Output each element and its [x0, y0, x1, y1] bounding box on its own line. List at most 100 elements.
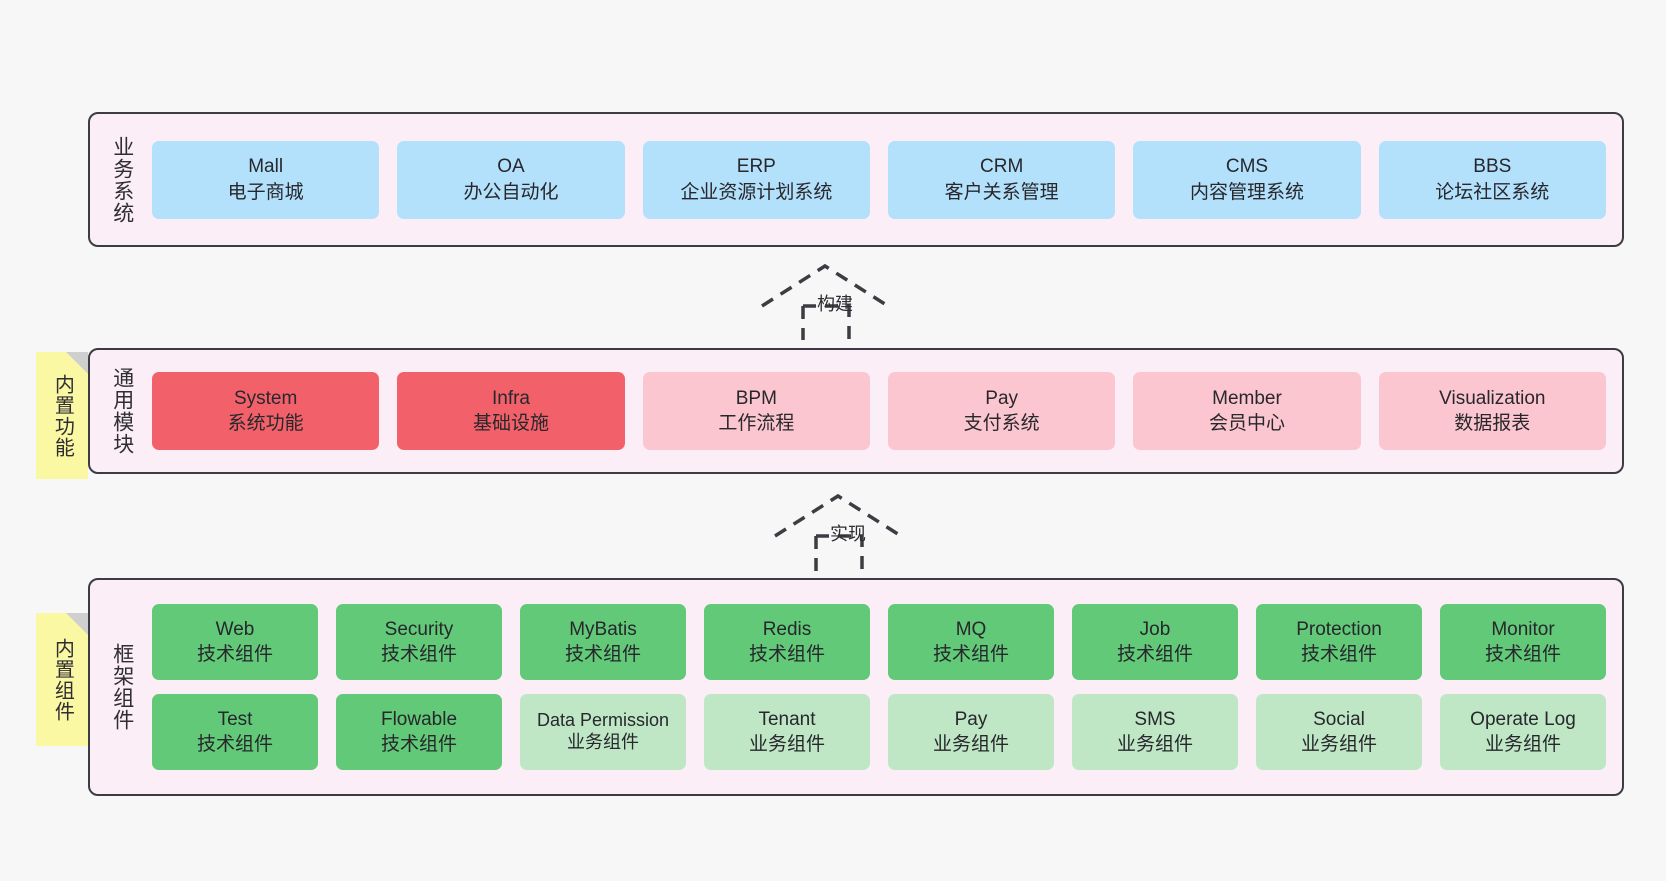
card-name: Security — [384, 618, 454, 640]
note-fold-corner — [66, 613, 88, 635]
card-oa[interactable]: OA 办公自动化 — [397, 140, 625, 219]
card-subtitle: 数据报表 — [1454, 413, 1531, 434]
card-subtitle: 业务组件 — [567, 732, 639, 752]
card-name: MyBatis — [569, 618, 637, 640]
card-subtitle: 技术组件 — [380, 734, 457, 755]
card-name: Social — [1313, 708, 1365, 730]
card-name: Monitor — [1491, 618, 1555, 640]
card-name: Protection — [1296, 618, 1382, 640]
card-mybatis[interactable]: MyBatis 技术组件 — [520, 604, 686, 680]
card-name: Member — [1212, 387, 1282, 409]
card-name: Visualization — [1439, 387, 1546, 409]
card-tenant[interactable]: Tenant 业务组件 — [704, 694, 870, 770]
card-subtitle: 论坛社区系统 — [1435, 181, 1550, 203]
card-test[interactable]: Test 技术组件 — [152, 694, 318, 770]
card-flowable[interactable]: Flowable 技术组件 — [336, 694, 502, 770]
card-system[interactable]: System 系统功能 — [152, 372, 380, 450]
card-name: BBS — [1473, 156, 1512, 178]
layer-business-cards: Mall 电子商城 OA 办公自动化 ERP 企业资源计划系统 CRM 客户关系… — [142, 114, 1622, 245]
card-sms[interactable]: SMS 业务组件 — [1072, 694, 1238, 770]
card-subtitle: 内容管理系统 — [1189, 181, 1304, 203]
card-cms[interactable]: CMS 内容管理系统 — [1133, 140, 1361, 219]
card-infra[interactable]: Infra 基础设施 — [397, 372, 625, 450]
card-subtitle: 技术组件 — [1484, 644, 1561, 665]
card-subtitle: 业务组件 — [932, 734, 1009, 755]
layer-business-system: 业务系统 Mall 电子商城 OA 办公自动化 ERP 企业资源计划系统 CRM… — [88, 112, 1624, 247]
card-row: Web 技术组件 Security 技术组件 MyBatis 技术组件 Redi… — [152, 604, 1606, 680]
layer-title-common: 通用模块 — [110, 367, 134, 455]
connector-implement: 实现 — [770, 490, 920, 572]
card-subtitle: 电子商城 — [227, 181, 304, 203]
card-protection[interactable]: Protection 技术组件 — [1256, 604, 1422, 680]
card-crm[interactable]: CRM 客户关系管理 — [887, 140, 1116, 219]
card-name: Job — [1139, 618, 1171, 640]
card-subtitle: 支付系统 — [963, 413, 1040, 434]
card-subtitle: 技术组件 — [196, 734, 273, 755]
layer-common-cards: System 系统功能 Infra 基础设施 BPM 工作流程 Pay 支付系统… — [142, 350, 1622, 472]
card-name: Pay — [985, 387, 1019, 409]
card-subtitle: 业务组件 — [1300, 734, 1377, 755]
card-name: Web — [215, 618, 255, 640]
card-subtitle: 技术组件 — [1300, 644, 1377, 665]
card-bpm[interactable]: BPM 工作流程 — [642, 372, 870, 450]
note-label: 内置功能 — [51, 373, 74, 458]
note-builtin-components: 内置组件 — [36, 613, 88, 746]
card-subtitle: 技术组件 — [932, 644, 1009, 665]
card-pay-component[interactable]: Pay 业务组件 — [888, 694, 1054, 770]
card-member[interactable]: Member 会员中心 — [1133, 372, 1361, 450]
card-mall[interactable]: Mall 电子商城 — [152, 140, 380, 219]
layer-framework-cards: Web 技术组件 Security 技术组件 MyBatis 技术组件 Redi… — [142, 580, 1622, 794]
card-redis[interactable]: Redis 技术组件 — [704, 604, 870, 680]
card-name: CRM — [980, 156, 1024, 178]
card-subtitle: 技术组件 — [748, 644, 825, 665]
card-name: ERP — [736, 156, 776, 178]
card-subtitle: 客户关系管理 — [944, 181, 1059, 203]
card-subtitle: 技术组件 — [196, 644, 273, 665]
card-subtitle: 技术组件 — [564, 644, 641, 665]
card-subtitle: 基础设施 — [472, 413, 549, 434]
card-name: BPM — [735, 387, 777, 409]
card-subtitle: 技术组件 — [1116, 644, 1193, 665]
card-erp[interactable]: ERP 企业资源计划系统 — [642, 140, 870, 219]
card-operate-log[interactable]: Operate Log 业务组件 — [1440, 694, 1606, 770]
card-name: Redis — [762, 618, 812, 640]
layer-framework-component: 框架组件 Web 技术组件 Security 技术组件 MyBatis 技术组件… — [88, 578, 1624, 796]
card-visualization[interactable]: Visualization 数据报表 — [1378, 372, 1606, 450]
card-name: SMS — [1134, 708, 1176, 730]
card-mq[interactable]: MQ 技术组件 — [888, 604, 1054, 680]
card-name: Infra — [491, 387, 530, 409]
card-pay-module[interactable]: Pay 支付系统 — [887, 372, 1116, 450]
card-row: Mall 电子商城 OA 办公自动化 ERP 企业资源计划系统 CRM 客户关系… — [152, 140, 1606, 219]
card-subtitle: 会员中心 — [1208, 413, 1285, 434]
connector-build: 构建 — [757, 262, 907, 340]
card-data-permission[interactable]: Data Permission 业务组件 — [520, 694, 686, 770]
note-builtin-features: 内置功能 — [36, 352, 88, 479]
card-name: OA — [497, 156, 525, 178]
card-job[interactable]: Job 技术组件 — [1072, 604, 1238, 680]
card-row: Test 技术组件 Flowable 技术组件 Data Permission … — [152, 694, 1606, 770]
card-subtitle: 企业资源计划系统 — [680, 181, 833, 203]
note-fold-corner — [66, 352, 88, 374]
layer-title-business: 业务系统 — [110, 135, 134, 224]
card-name: Pay — [954, 708, 988, 730]
card-subtitle: 技术组件 — [380, 644, 457, 665]
card-name: Flowable — [380, 708, 458, 730]
card-web[interactable]: Web 技术组件 — [152, 604, 318, 680]
card-name: Tenant — [758, 708, 816, 730]
card-subtitle: 办公自动化 — [463, 181, 559, 203]
card-bbs[interactable]: BBS 论坛社区系统 — [1378, 140, 1606, 219]
card-subtitle: 业务组件 — [748, 734, 825, 755]
card-subtitle: 业务组件 — [1116, 734, 1193, 755]
card-name: CMS — [1225, 156, 1269, 178]
card-subtitle: 工作流程 — [718, 413, 795, 434]
connector-build-label: 构建 — [817, 294, 853, 314]
card-row: System 系统功能 Infra 基础设施 BPM 工作流程 Pay 支付系统… — [152, 372, 1606, 450]
card-name: Test — [217, 708, 253, 730]
layer-common-module: 通用模块 System 系统功能 Infra 基础设施 BPM 工作流程 Pay… — [88, 348, 1624, 474]
card-security[interactable]: Security 技术组件 — [336, 604, 502, 680]
card-monitor[interactable]: Monitor 技术组件 — [1440, 604, 1606, 680]
card-name: System — [233, 387, 298, 409]
card-social[interactable]: Social 业务组件 — [1256, 694, 1422, 770]
card-subtitle: 系统功能 — [227, 413, 304, 434]
card-name: Mall — [248, 156, 284, 178]
